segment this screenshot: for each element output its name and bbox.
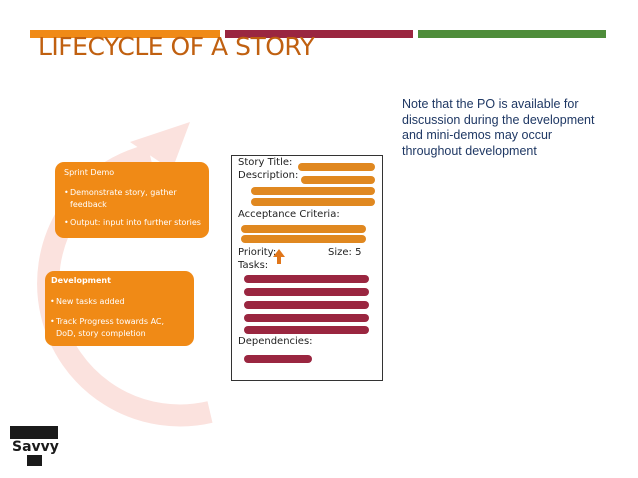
development-heading: Development [51,276,111,285]
description-label: Description: [238,170,299,181]
story-title-label: Story Title: [238,157,293,168]
sprint-demo-bullet: Demonstrate story, gather feedback [64,187,201,211]
description-line [251,198,375,206]
story-title-line [298,163,375,171]
header-bar-green [418,30,606,38]
development-bullets: New tasks added Track Progress towards A… [50,296,186,340]
task-line [244,288,369,296]
acceptance-criteria-label: Acceptance Criteria: [238,209,340,220]
hidden-fragment: ities, [112,237,132,246]
tasks-label: Tasks: [238,260,269,271]
priority-label: Priority: [238,247,277,258]
development-bullet: New tasks added [50,296,186,308]
story-card: Story Title: Description: Acceptance Cri… [231,155,383,381]
logo-word: Savvy [11,439,60,455]
task-line [244,275,369,283]
description-line [301,176,375,184]
acceptance-line [241,235,366,243]
slide-title: LIFECYCLE OF A STORY [38,32,315,61]
header-bar-orange [30,30,220,38]
task-line [244,301,369,309]
up-arrow-icon [273,249,285,264]
development-bullet: Track Progress towards AC, DoD, story co… [50,316,186,340]
task-line [244,326,369,334]
development-box: Development New tasks added Track Progre… [45,271,194,346]
size-label: Size: 5 [328,247,362,258]
task-line [244,314,369,322]
header-bar-red [225,30,413,38]
sprint-demo-box: Sprint Demo Demonstrate story, gather fe… [55,162,209,238]
logo-text: Savvy [11,439,60,455]
sprint-demo-bullet: Output: input into further stories [64,217,201,229]
acceptance-line [241,225,366,233]
t-letter-icon [10,426,58,466]
sprint-demo-bullets: Demonstrate story, gather feedback Outpu… [64,187,201,229]
sprint-demo-heading: Sprint Demo [64,168,115,177]
dependencies-label: Dependencies: [238,336,313,347]
po-note: Note that the PO is available for discus… [402,97,595,158]
hidden-fragment: eam [128,347,146,356]
description-line [251,187,375,195]
dependency-line [244,355,312,363]
hidden-fragment: Leadership, PM opt. [68,266,147,275]
